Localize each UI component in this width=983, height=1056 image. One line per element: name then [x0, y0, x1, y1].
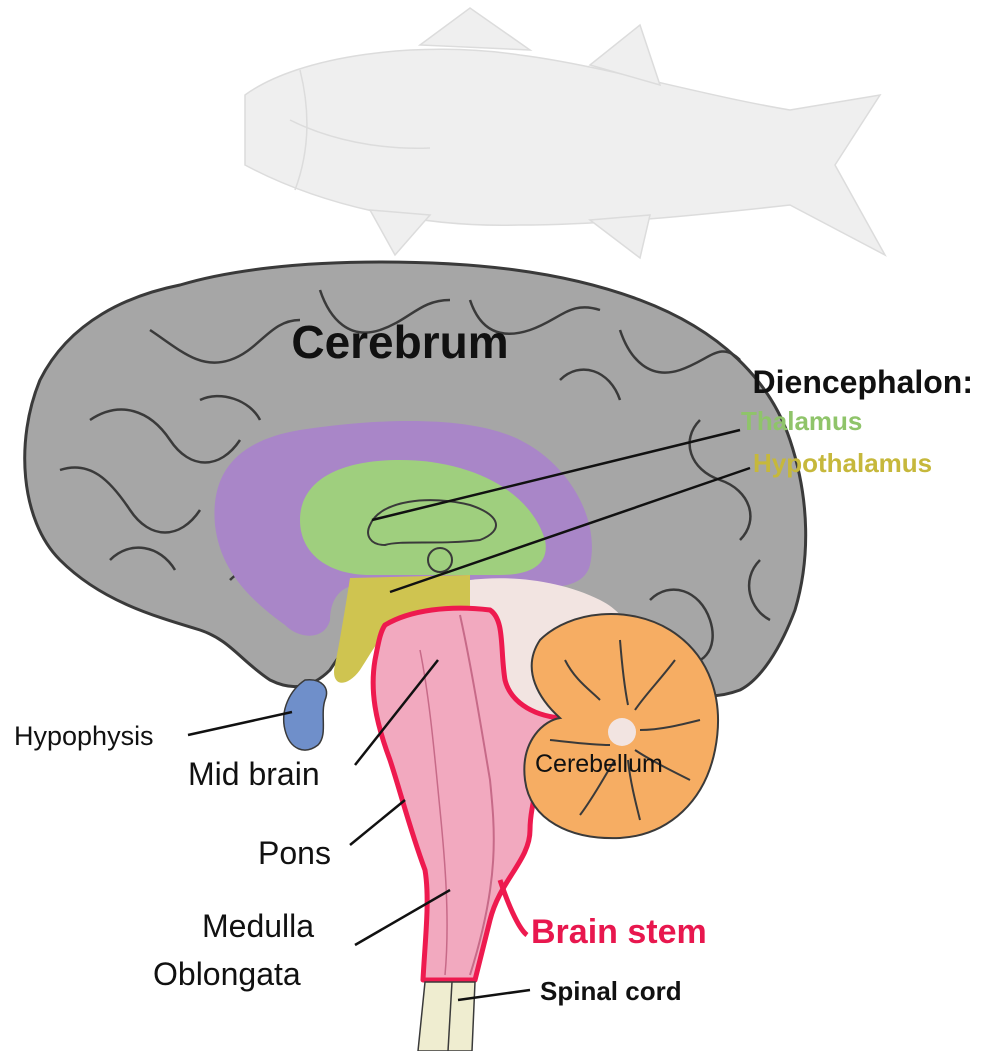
- oblongata-label: Oblongata: [153, 956, 301, 992]
- cerebrum-label: Cerebrum: [291, 316, 508, 368]
- hypothalamus-label: Hypothalamus: [753, 448, 932, 478]
- spinal-cord-region: [418, 982, 475, 1051]
- cerebellum-center: [608, 718, 636, 746]
- pons-label: Pons: [258, 835, 331, 871]
- hypophysis-label: Hypophysis: [14, 721, 154, 751]
- fish-watermark: [245, 8, 885, 258]
- medulla-label: Medulla: [202, 908, 314, 944]
- diencephalon-label: Diencephalon:: [753, 364, 973, 400]
- mid-brain-label: Mid brain: [188, 756, 320, 792]
- hypophysis-region: [284, 680, 327, 750]
- thalamus-label: Thalamus: [741, 406, 862, 436]
- spinal-cord-label: Spinal cord: [540, 976, 682, 1006]
- cerebellum-label: Cerebellum: [535, 750, 663, 778]
- brain-stem-pointer: [500, 880, 527, 935]
- brain-stem-label: Brain stem: [531, 913, 707, 951]
